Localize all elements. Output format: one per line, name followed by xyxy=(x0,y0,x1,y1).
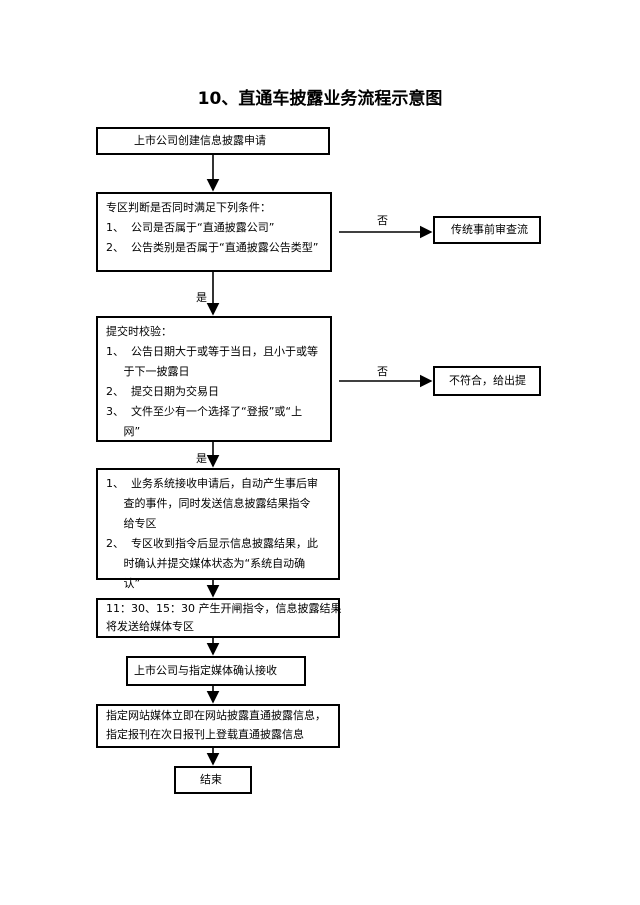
step-instruct: 11：30、15：30 产生开闸指令，信息披露结果 将发送给媒体专区 xyxy=(96,598,341,638)
alt-box-2: 不符合，给出提 xyxy=(433,366,541,396)
step-process: 1、 业务系统接收申请后，自动产生事后审 查的事件，同时发送信息披露结果指令 给… xyxy=(96,468,340,590)
page-title: 10、直通车披露业务流程示意图 xyxy=(197,89,443,109)
label-no-1: 否 xyxy=(377,214,388,227)
label-yes-2: 是 xyxy=(196,452,207,465)
label-yes-1: 是 xyxy=(196,291,207,304)
step-confirm: 上市公司与指定媒体确认接收 xyxy=(126,656,306,686)
alt-box-1: 传统事前审查流 xyxy=(433,216,541,244)
step-end: 结束 xyxy=(174,766,252,794)
step-create: 上市公司创建信息披露申请 xyxy=(96,127,330,155)
label-no-2: 否 xyxy=(377,365,388,378)
step-publish: 指定网站媒体立即在网站披露直通披露信息， 指定报刊在次日报刊上登载直通披露信息 xyxy=(96,704,340,748)
step-check2: 提交时校验： 1、 公告日期大于或等于当日，且小于或等 于下一披露日 2、 提交… xyxy=(96,316,332,442)
step-check1: 专区判断是否同时满足下列条件： 1、 公司是否属于“直通披露公司” 2、 公告类… xyxy=(96,192,332,272)
